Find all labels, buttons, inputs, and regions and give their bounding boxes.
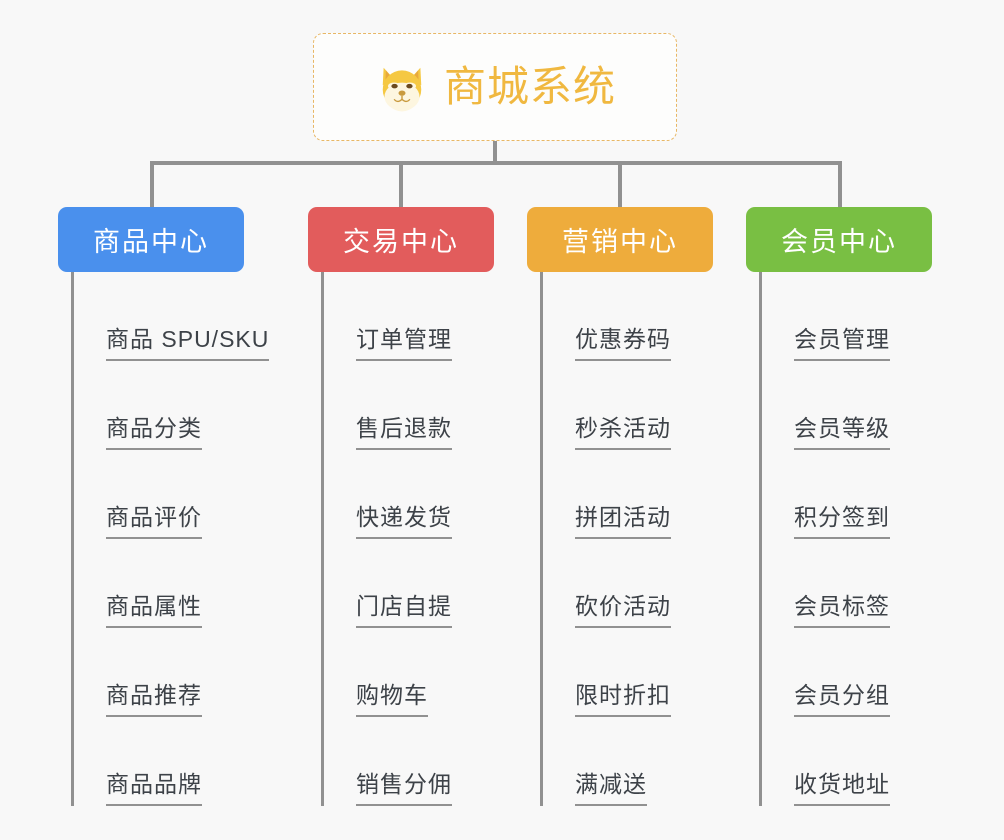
connector-horizontal-bus [150,161,842,165]
connector-drop-4 [838,161,842,207]
leaf-label: 会员等级 [794,409,890,450]
category-column-商品中心: 商品中心 商品 SPU/SKU 商品分类 商品评价 商品属性 商品推荐 商品品牌 [58,207,270,806]
root-node[interactable]: 商城系统 [313,33,677,141]
leaf-label: 商品品牌 [106,765,202,806]
leaf-label: 积分签到 [794,498,890,539]
list-item[interactable]: 购物车 [324,628,494,717]
leaf-label: 商品属性 [106,587,202,628]
list-item[interactable]: 会员分组 [762,628,932,717]
leaf-label: 快递发货 [356,498,452,539]
leaf-label: 会员管理 [794,320,890,361]
leaf-list-2: 订单管理 售后退款 快递发货 门店自提 购物车 销售分佣 [321,272,494,806]
list-item[interactable]: 商品品牌 [74,717,269,806]
list-item[interactable]: 拼团活动 [543,450,713,539]
list-item[interactable]: 砍价活动 [543,539,713,628]
list-item[interactable]: 优惠券码 [543,272,713,361]
list-item[interactable]: 秒杀活动 [543,361,713,450]
list-item[interactable]: 售后退款 [324,361,494,450]
leaf-label: 拼团活动 [575,498,671,539]
leaf-label: 商品分类 [106,409,202,450]
category-column-交易中心: 交易中心 订单管理 售后退款 快递发货 门店自提 购物车 销售分佣 [308,207,494,806]
leaf-label: 限时折扣 [575,676,671,717]
leaf-label: 砍价活动 [575,587,671,628]
leaf-label: 售后退款 [356,409,452,450]
leaf-label: 商品 SPU/SKU [106,320,270,361]
connector-drop-1 [150,161,154,207]
list-item[interactable]: 快递发货 [324,450,494,539]
list-item[interactable]: 门店自提 [324,539,494,628]
shiba-dog-icon [374,59,430,115]
connector-root-stem [493,141,497,163]
list-item[interactable]: 商品 SPU/SKU [74,272,270,361]
leaf-label: 满减送 [575,765,647,806]
leaf-label: 订单管理 [356,320,452,361]
leaf-label: 门店自提 [356,587,452,628]
category-header-3[interactable]: 营销中心 [527,207,713,272]
list-item[interactable]: 商品推荐 [74,628,269,717]
category-header-2[interactable]: 交易中心 [308,207,494,272]
list-item[interactable]: 商品分类 [74,361,269,450]
leaf-label: 商品评价 [106,498,202,539]
category-header-4[interactable]: 会员中心 [746,207,932,272]
leaf-list-4: 会员管理 会员等级 积分签到 会员标签 会员分组 收货地址 [759,272,932,806]
leaf-label: 收货地址 [794,765,890,806]
list-item[interactable]: 会员标签 [762,539,932,628]
list-item[interactable]: 订单管理 [324,272,494,361]
root-title: 商城系统 [443,63,616,110]
connector-drop-2 [399,161,403,207]
list-item[interactable]: 积分签到 [762,450,932,539]
list-item[interactable]: 限时折扣 [543,628,713,717]
list-item[interactable]: 收货地址 [762,717,932,806]
leaf-label: 会员分组 [794,676,890,717]
category-column-营销中心: 营销中心 优惠券码 秒杀活动 拼团活动 砍价活动 限时折扣 满减送 [527,207,713,806]
leaf-label: 购物车 [356,676,428,717]
leaf-label: 商品推荐 [106,676,202,717]
list-item[interactable]: 销售分佣 [324,717,494,806]
leaf-label: 秒杀活动 [575,409,671,450]
category-column-会员中心: 会员中心 会员管理 会员等级 积分签到 会员标签 会员分组 收货地址 [746,207,932,806]
leaf-label: 销售分佣 [356,765,452,806]
leaf-list-3: 优惠券码 秒杀活动 拼团活动 砍价活动 限时折扣 满减送 [540,272,713,806]
leaf-label: 会员标签 [794,587,890,628]
category-header-1[interactable]: 商品中心 [58,207,244,272]
list-item[interactable]: 满减送 [543,717,713,806]
list-item[interactable]: 商品评价 [74,450,269,539]
leaf-label: 优惠券码 [575,320,671,361]
list-item[interactable]: 商品属性 [74,539,269,628]
list-item[interactable]: 会员等级 [762,361,932,450]
connector-drop-3 [618,161,622,207]
list-item[interactable]: 会员管理 [762,272,932,361]
leaf-list-1: 商品 SPU/SKU 商品分类 商品评价 商品属性 商品推荐 商品品牌 [71,272,270,806]
